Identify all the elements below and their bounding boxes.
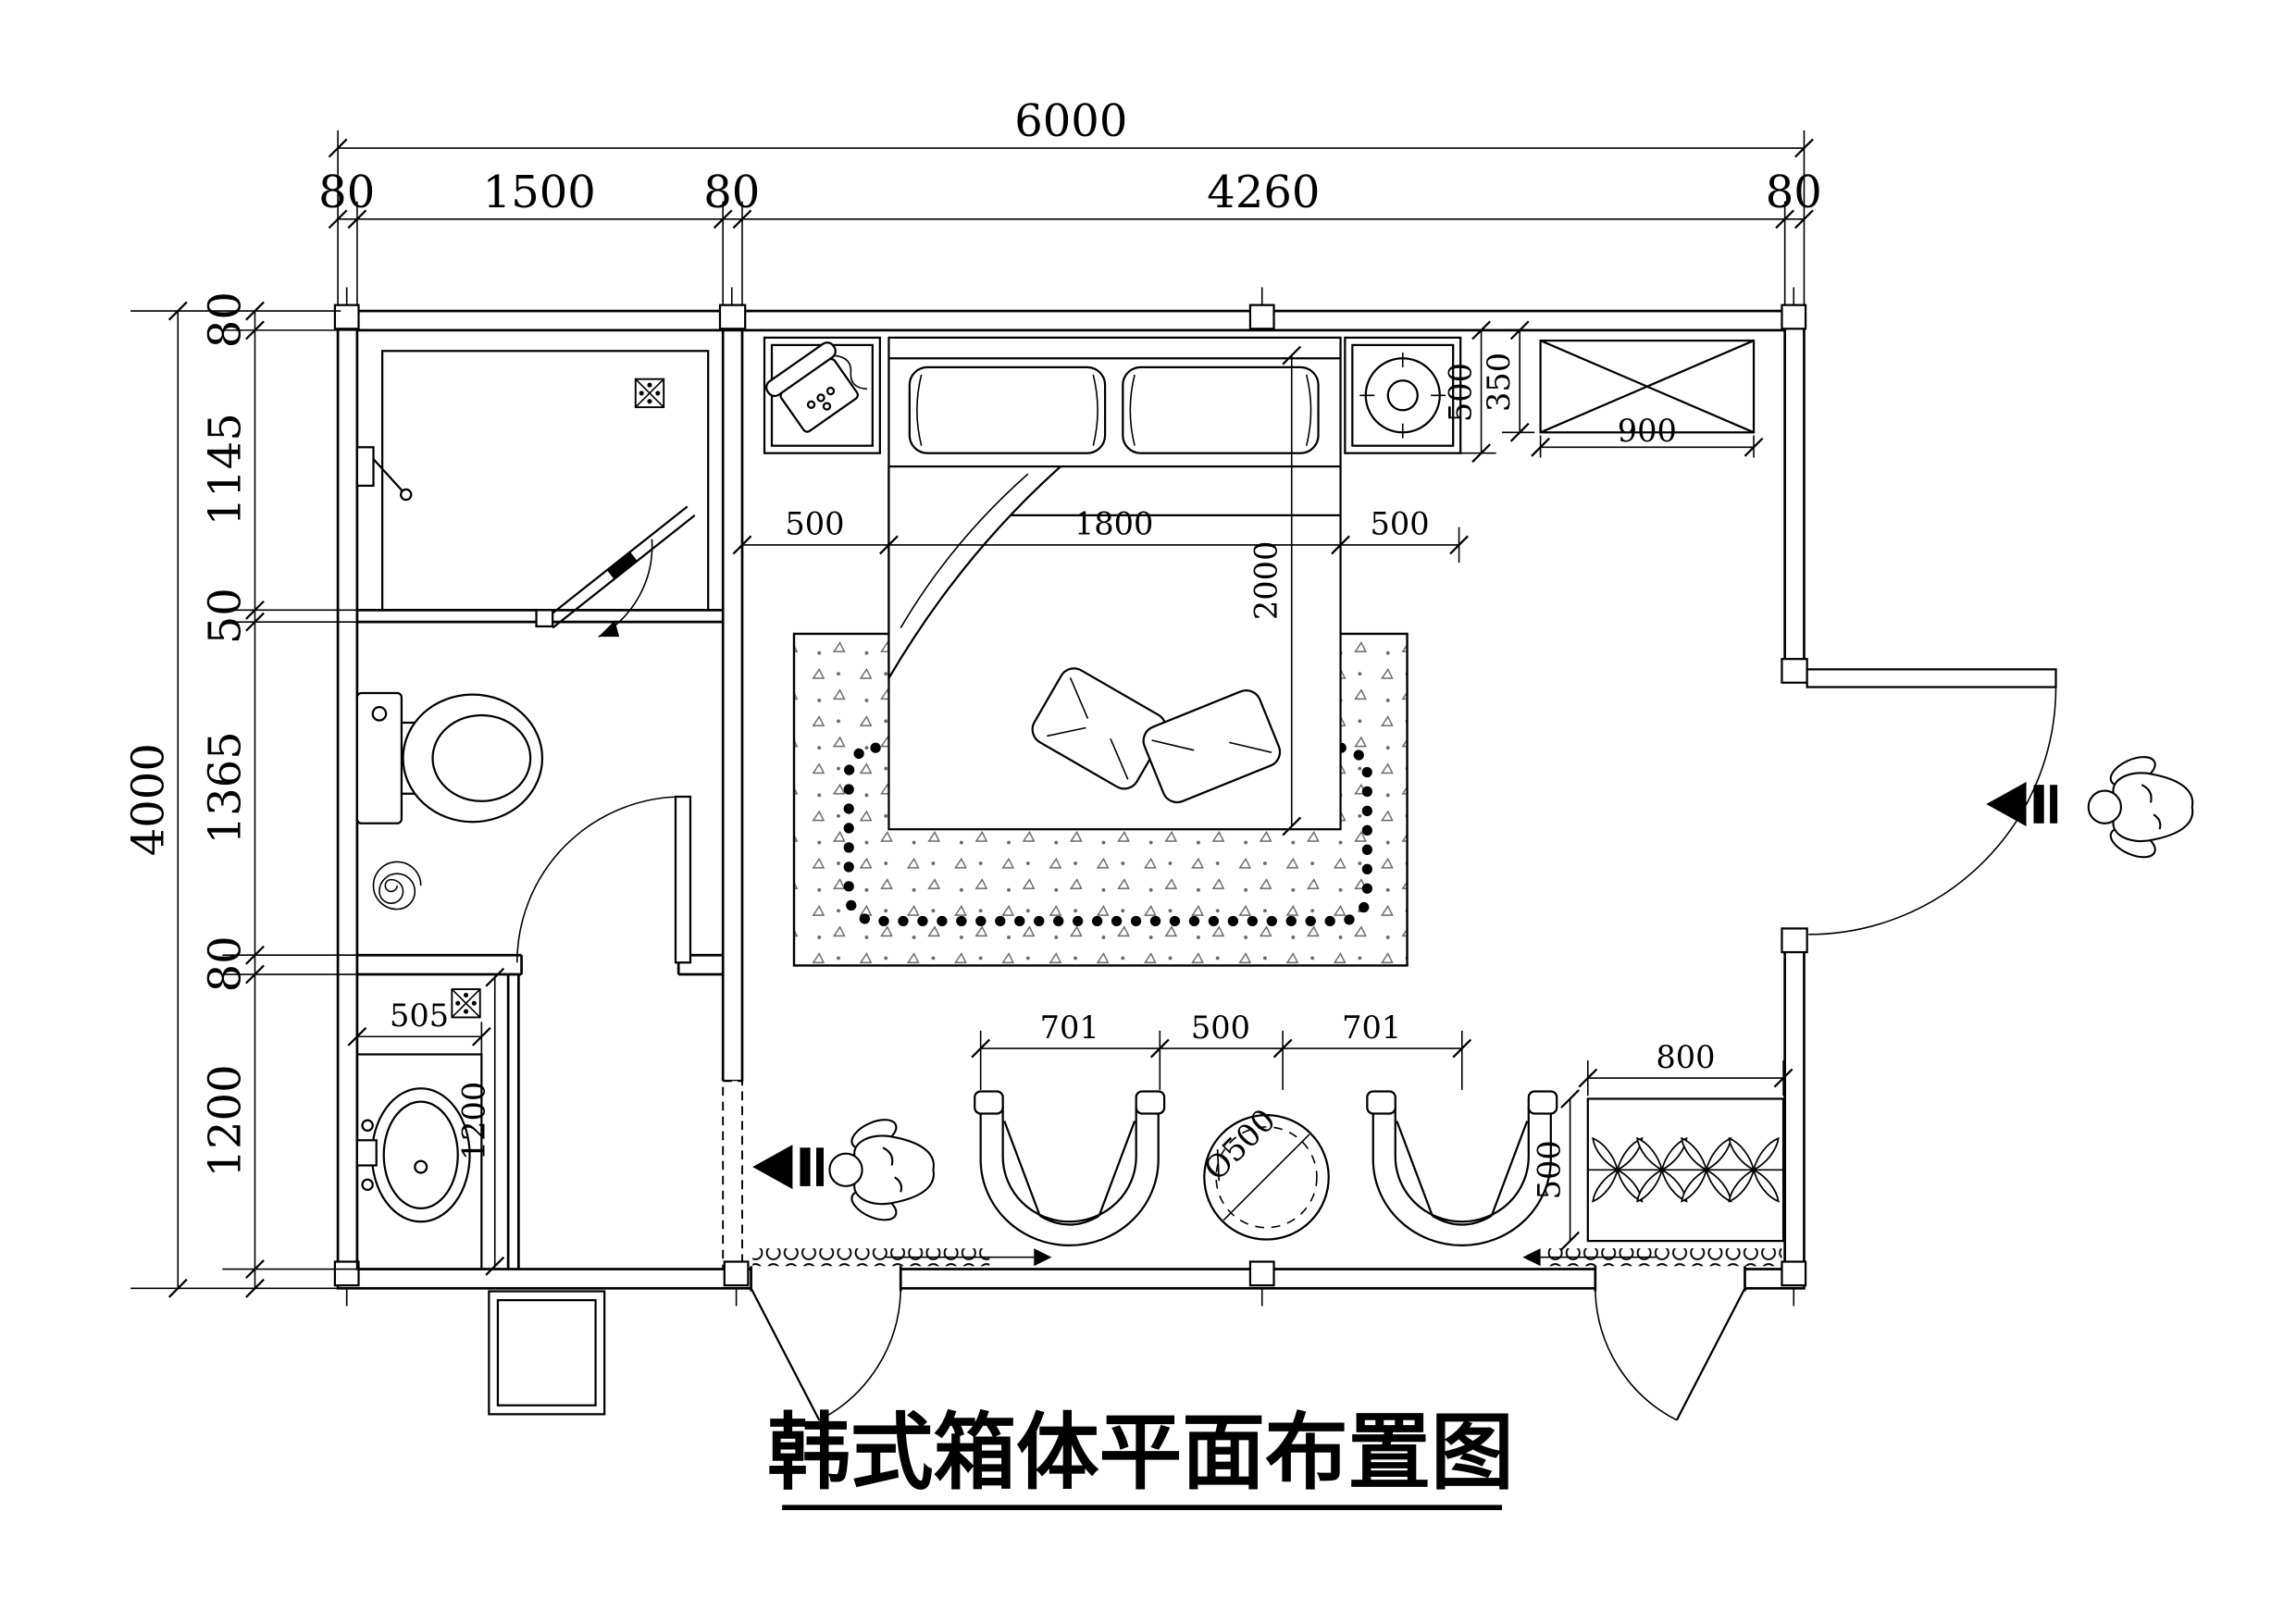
dim-bed-row-1: 1800 xyxy=(1074,506,1154,542)
folding-screen-left xyxy=(752,1248,1052,1267)
round-table: Ø500 xyxy=(1197,1102,1330,1241)
dim-top-1: 1500 xyxy=(483,167,596,218)
dim-left-4: 80 xyxy=(199,935,251,992)
telephone-icon xyxy=(765,341,868,433)
dim-left-5: 1200 xyxy=(199,1064,251,1177)
dim-nightstand-size: 500 xyxy=(1442,363,1478,422)
exterior-step xyxy=(488,1290,606,1416)
armchair-right xyxy=(1366,1090,1558,1247)
nightstand-left xyxy=(763,336,881,454)
blanket-fold xyxy=(887,465,1064,683)
dim-bed-length: 2000 xyxy=(1248,541,1285,621)
throw-pillow-2 xyxy=(1142,689,1282,804)
floor-drain-icon-2 xyxy=(451,988,481,1019)
folding-screen-right xyxy=(1522,1248,1782,1267)
person-figure-entry xyxy=(2087,750,2194,864)
dim-top-0: 80 xyxy=(318,167,375,218)
dim-seating-2: 701 xyxy=(1342,1010,1401,1046)
dim-vanity-width: 505 xyxy=(390,997,449,1034)
dim-bed-row-2: 500 xyxy=(1370,506,1429,542)
dim-cabinet-width: 900 xyxy=(1618,413,1677,449)
wall-opening-dashed xyxy=(722,1080,743,1270)
dim-left-0: 80 xyxy=(199,291,251,348)
floor-drain-icon xyxy=(634,378,665,409)
dim-left-1: 1145 xyxy=(199,413,251,526)
entry-door xyxy=(1806,668,2057,935)
shower-door xyxy=(535,505,696,638)
vanity xyxy=(355,1053,483,1270)
tv-cabinet xyxy=(1539,339,1756,434)
inner-direction-arrow xyxy=(752,1145,825,1190)
dim-cabinet-depth: 350 xyxy=(1481,353,1517,412)
structural-posts xyxy=(333,287,1808,1307)
dim-top-3: 4260 xyxy=(1207,167,1320,218)
pillow-left xyxy=(908,365,1107,454)
title-text: 韩式箱体平面布置图 xyxy=(767,1405,1514,1501)
bed xyxy=(887,336,1342,831)
dimension-labels: 6000 80 1500 80 4260 80 4000 80 1145 50 … xyxy=(122,95,1822,1199)
dim-left-2: 50 xyxy=(199,588,251,644)
throw-pillow-1 xyxy=(1031,667,1167,790)
entry-direction-arrow xyxy=(1986,781,2058,827)
dim-vanity-depth: 1200 xyxy=(456,1082,492,1161)
toilet xyxy=(355,691,544,824)
bottom-door-right xyxy=(1595,1287,1746,1421)
dim-planter-depth: 500 xyxy=(1531,1140,1567,1199)
dim-planter-width: 800 xyxy=(1656,1039,1715,1075)
wc-door xyxy=(515,795,692,964)
dim-overall-width: 6000 xyxy=(1014,95,1127,147)
shower-fixture xyxy=(355,446,413,502)
nightstand-right xyxy=(1344,336,1462,454)
dim-bed-row-0: 500 xyxy=(785,506,844,542)
dimension-lines xyxy=(130,130,1815,1299)
drawing-title: 韩式箱体平面布置图 xyxy=(767,1405,1514,1510)
pillow-right xyxy=(1122,365,1320,454)
dim-top-4: 80 xyxy=(1766,167,1822,218)
dim-left-3: 1365 xyxy=(199,731,251,844)
wall-openings xyxy=(750,682,1810,1295)
floor-drain-spiral xyxy=(372,861,422,911)
armchair-left xyxy=(974,1090,1166,1247)
dim-seating-1: 500 xyxy=(1191,1010,1250,1046)
dim-seating-0: 701 xyxy=(1040,1010,1099,1046)
bottom-door-left xyxy=(750,1287,902,1421)
faucet-icon xyxy=(355,1139,378,1167)
shower-enclosure xyxy=(380,350,710,612)
planter-cabinet xyxy=(1586,1097,1785,1243)
dim-overall-height: 4000 xyxy=(122,743,174,856)
person-figure-inside xyxy=(828,1112,935,1227)
dim-top-2: 80 xyxy=(703,167,760,218)
